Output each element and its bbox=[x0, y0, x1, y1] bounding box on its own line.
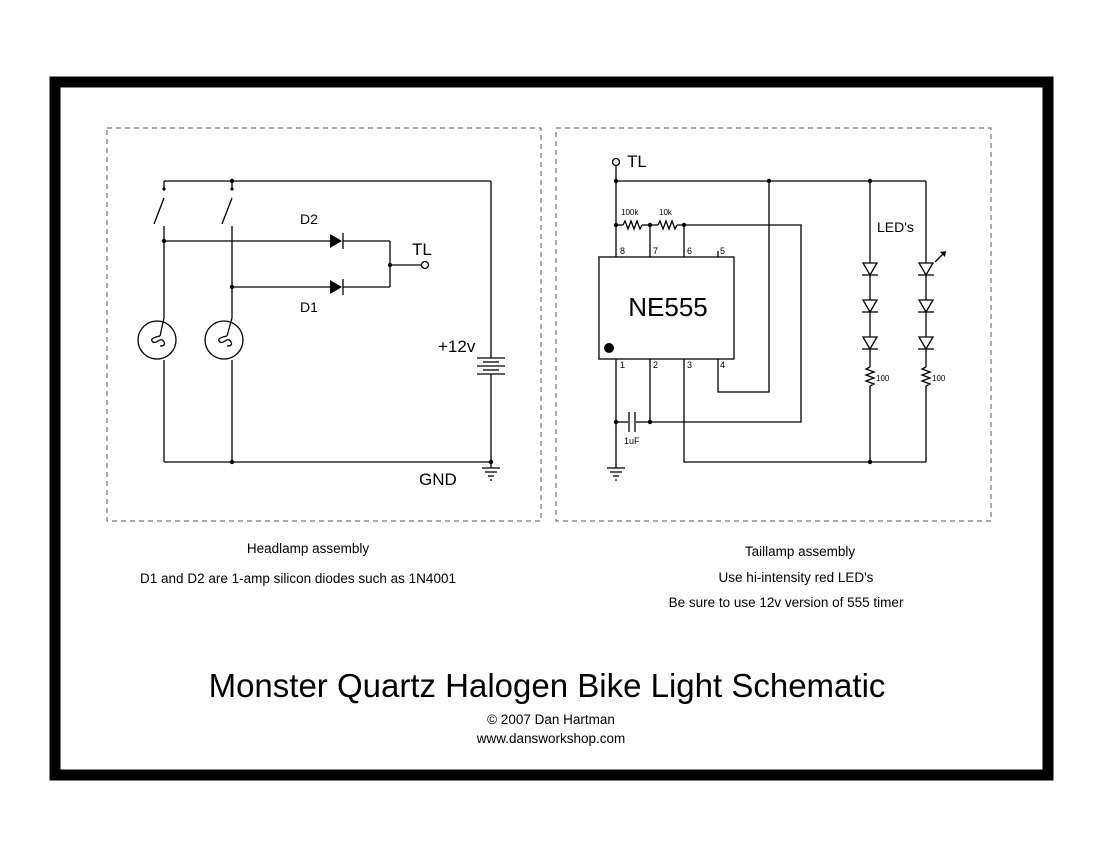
ground-symbol-taillamp bbox=[607, 462, 625, 481]
switch-2 bbox=[221, 181, 234, 318]
label-100k: 100k bbox=[621, 208, 639, 217]
resistor-10k bbox=[657, 219, 678, 231]
taillamp-caption: Taillamp assembly bbox=[745, 544, 856, 559]
lamp-1 bbox=[137, 317, 177, 462]
label-10k: 10k bbox=[659, 208, 673, 217]
headlamp-caption: Headlamp assembly bbox=[247, 541, 370, 556]
ground-symbol-headlamp bbox=[482, 462, 500, 481]
ne555-chip: NE555 bbox=[598, 256, 735, 360]
led-string-2 bbox=[917, 181, 946, 462]
label-100-a: 100 bbox=[876, 374, 890, 383]
taillamp-circuit: NE555 bbox=[598, 152, 946, 481]
label-gnd: GND bbox=[419, 470, 457, 489]
pin-1: 1 bbox=[620, 360, 625, 370]
taillamp-note-1: Use hi-intensity red LED's bbox=[719, 570, 874, 585]
resistor-100k bbox=[622, 219, 643, 231]
capacitor-1uf bbox=[628, 412, 636, 432]
taillamp-panel bbox=[555, 127, 992, 522]
pin-4: 4 bbox=[720, 360, 725, 370]
pin-3: 3 bbox=[687, 360, 692, 370]
switch-1 bbox=[153, 181, 166, 318]
pin-5: 5 bbox=[720, 246, 725, 256]
label-1uf: 1uF bbox=[624, 436, 640, 446]
label-d2: D2 bbox=[300, 211, 318, 227]
pin-7: 7 bbox=[653, 246, 658, 256]
label-100-b: 100 bbox=[932, 374, 946, 383]
tl-terminal-taillamp bbox=[611, 157, 621, 167]
diode-d1 bbox=[330, 279, 344, 295]
label-tl-taillamp: TL bbox=[627, 152, 647, 171]
headlamp-circuit: D2 D1 TL +12v GND bbox=[137, 178, 505, 489]
diode-d2 bbox=[330, 233, 344, 249]
headlamp-note: D1 and D2 are 1-amp silicon diodes such … bbox=[140, 571, 456, 586]
website-text: www.dansworkshop.com bbox=[476, 731, 626, 746]
label-tl-headlamp: TL bbox=[412, 240, 432, 259]
headlamp-panel bbox=[106, 127, 542, 522]
page-title: Monster Quartz Halogen Bike Light Schema… bbox=[209, 667, 886, 704]
lamp-2 bbox=[204, 317, 244, 462]
label-d1: D1 bbox=[300, 299, 318, 315]
chip-label: NE555 bbox=[628, 292, 708, 322]
outer-frame bbox=[49, 76, 1054, 781]
led-string-1 bbox=[861, 181, 879, 462]
pin-8: 8 bbox=[620, 246, 625, 256]
label-12v: +12v bbox=[438, 337, 476, 356]
label-leds: LED's bbox=[877, 219, 914, 235]
pin-2: 2 bbox=[653, 360, 658, 370]
copyright-text: © 2007 Dan Hartman bbox=[487, 712, 615, 727]
taillamp-note-2: Be sure to use 12v version of 555 timer bbox=[669, 595, 904, 610]
tl-terminal-headlamp bbox=[420, 260, 430, 270]
battery bbox=[477, 357, 505, 375]
pin-6: 6 bbox=[687, 246, 692, 256]
